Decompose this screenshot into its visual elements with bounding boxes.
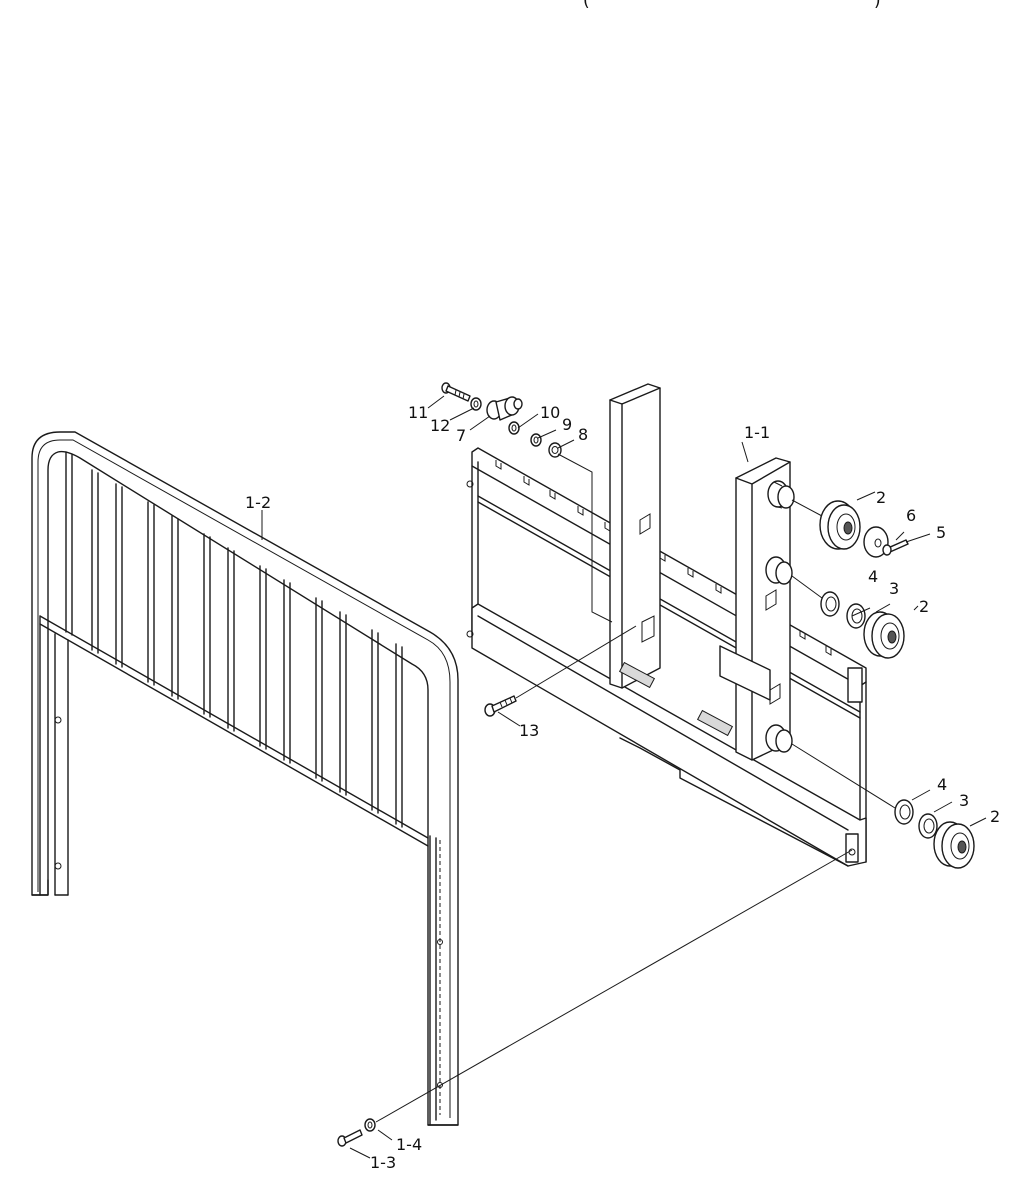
callout-5: 5 — [936, 523, 946, 542]
bolt-11 — [441, 382, 471, 402]
callout-4-lower: 4 — [937, 775, 947, 794]
nut-8 — [548, 442, 562, 458]
callout-1-3: 1-3 — [370, 1153, 396, 1172]
roller-2-lower — [933, 821, 975, 869]
callout-6: 6 — [906, 506, 916, 525]
washer-12 — [470, 397, 482, 411]
roller-2-upper — [819, 500, 861, 550]
load-backrest-1-2 — [31, 431, 459, 1126]
header-fragment-left: ( — [583, 0, 590, 11]
washer-10 — [508, 421, 520, 435]
callout-3-upper: 3 — [889, 579, 899, 598]
bolt-5 — [882, 539, 909, 556]
shim-4-upper — [820, 591, 840, 617]
callout-2-middle: 2 — [919, 597, 929, 616]
washer-9 — [530, 433, 542, 447]
callout-1-1: 1-1 — [744, 423, 770, 442]
bolt-1-3 — [337, 1129, 363, 1147]
stopper-7 — [486, 396, 523, 421]
callout-1-4: 1-4 — [396, 1135, 422, 1154]
roller-stud-upper — [767, 480, 795, 509]
washer-6 — [863, 526, 889, 558]
bolt-13 — [484, 695, 517, 717]
callout-3-lower: 3 — [959, 791, 969, 810]
roller-stud-lower — [765, 724, 793, 753]
callout-10: 10 — [540, 403, 560, 422]
shim-3-lower — [918, 813, 938, 839]
callout-12: 12 — [430, 416, 450, 435]
callout-13: 13 — [519, 721, 539, 740]
callout-9: 9 — [562, 415, 572, 434]
callout-7: 7 — [456, 426, 466, 445]
roller-2-middle — [863, 611, 905, 659]
callout-8: 8 — [578, 425, 588, 444]
callout-2-lower: 2 — [990, 807, 1000, 826]
header-fragment-right: ) — [874, 0, 881, 11]
roller-stud-middle — [765, 556, 793, 585]
callout-2-upper: 2 — [876, 488, 886, 507]
shim-3-upper — [846, 603, 866, 629]
callout-1-2: 1-2 — [245, 493, 271, 512]
callout-4-upper: 4 — [868, 567, 878, 586]
callout-11: 11 — [408, 403, 428, 422]
shim-4-lower — [894, 799, 914, 825]
carriage-1-1 — [466, 383, 867, 867]
washer-1-4 — [364, 1118, 376, 1132]
